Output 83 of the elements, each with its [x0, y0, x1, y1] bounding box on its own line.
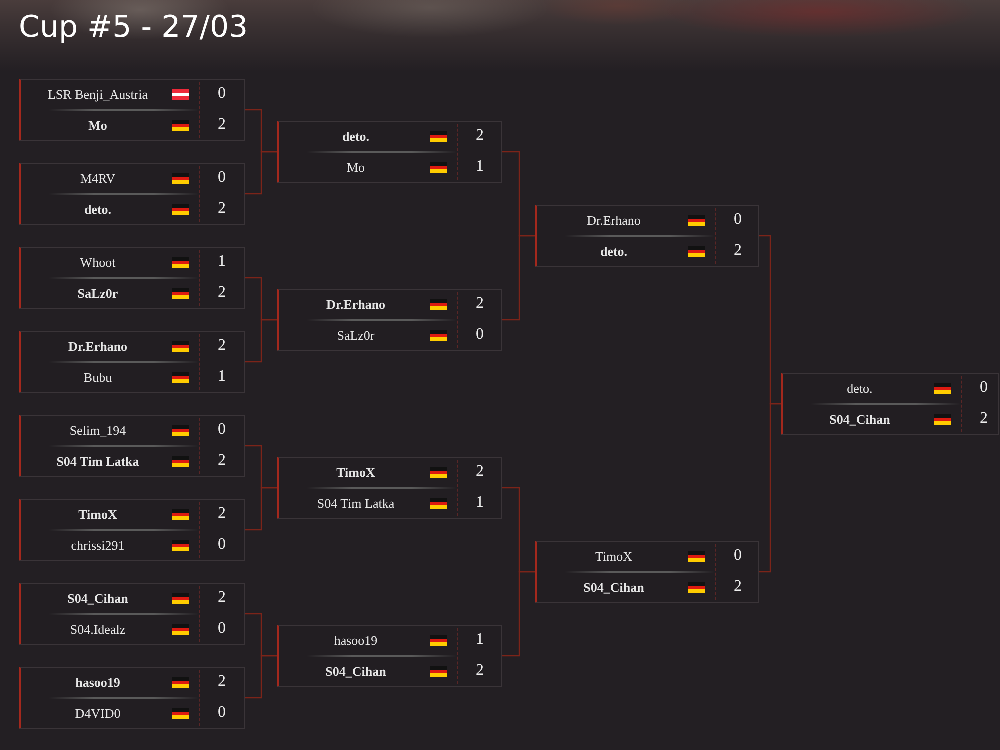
match-card — [535, 541, 759, 603]
player-name: Dr.Erhano — [586, 212, 642, 228]
score: 0 — [217, 169, 227, 187]
match-card — [19, 499, 245, 561]
player-name: hasoo19 — [74, 674, 122, 690]
score: 2 — [217, 505, 227, 523]
player-name: hasoo19 — [333, 632, 379, 648]
match-card — [19, 583, 245, 645]
score: 1 — [475, 158, 485, 176]
player-name: deto. — [341, 128, 371, 144]
match-card — [19, 247, 245, 309]
player-name: S04_Cihan — [828, 410, 892, 428]
score: 1 — [475, 631, 485, 649]
match-card — [277, 457, 502, 519]
score: 0 — [733, 211, 743, 229]
match-card — [19, 79, 245, 141]
score: 2 — [979, 410, 989, 428]
score: 0 — [475, 326, 485, 344]
score: 0 — [733, 547, 743, 565]
player-name: LSR Benji_Austria — [46, 86, 150, 102]
player-name: Bubu — [82, 368, 114, 386]
match-card — [19, 163, 245, 225]
score: 2 — [475, 463, 485, 481]
score: 0 — [217, 85, 227, 103]
player-name: Whoot — [79, 254, 117, 270]
player-name: S04 Tim Latka — [56, 452, 140, 470]
score: 2 — [475, 662, 485, 680]
match-card — [19, 667, 245, 729]
score: 2 — [217, 589, 227, 607]
score: 0 — [217, 536, 227, 554]
bracket-line — [245, 151, 277, 195]
player-name: M4RV — [79, 170, 117, 186]
match-card — [781, 373, 999, 435]
match-card — [19, 331, 245, 393]
match-card — [277, 289, 502, 351]
player-name: TimoX — [336, 464, 376, 480]
score: 0 — [217, 421, 227, 439]
player-name: Mo — [88, 116, 108, 134]
player-name: Dr.Erhano — [67, 338, 129, 354]
score: 1 — [217, 253, 227, 271]
player-name: Mo — [346, 158, 366, 176]
score: 2 — [217, 673, 227, 691]
score: 0 — [217, 704, 227, 722]
bracket-line — [245, 319, 277, 363]
match-card — [277, 625, 502, 687]
player-name: SaLz0r — [76, 284, 120, 302]
score: 2 — [733, 242, 743, 260]
score: 2 — [217, 337, 227, 355]
player-name: S04_Cihan — [582, 578, 646, 596]
bracket-line — [759, 403, 781, 573]
score: 2 — [217, 452, 227, 470]
player-name: S04 Tim Latka — [316, 494, 396, 512]
player-name: chrissi291 — [70, 536, 126, 554]
score: 2 — [217, 116, 227, 134]
score: 1 — [217, 368, 227, 386]
player-name: Dr.Erhano — [325, 296, 387, 312]
bracket-line — [502, 235, 535, 321]
player-name: Selim_194 — [68, 422, 128, 438]
bracket-line — [245, 487, 277, 531]
player-name: S04_Cihan — [66, 590, 130, 606]
player-name: deto. — [599, 242, 629, 260]
match-card — [277, 121, 502, 183]
player-name: S04.Idealz — [69, 620, 127, 638]
player-name: TimoX — [78, 506, 118, 522]
match-card — [19, 415, 245, 477]
score: 2 — [733, 578, 743, 596]
score: 0 — [979, 379, 989, 397]
player-name: deto. — [83, 200, 113, 218]
score: 2 — [217, 200, 227, 218]
score: 0 — [217, 620, 227, 638]
score: 2 — [475, 295, 485, 313]
player-name: D4VID0 — [74, 704, 122, 722]
score: 2 — [475, 127, 485, 145]
match-card — [535, 205, 759, 267]
player-name: S04_Cihan — [324, 662, 388, 680]
player-name: SaLz0r — [336, 326, 376, 344]
bracket-line — [502, 571, 535, 657]
player-name: deto. — [846, 380, 874, 396]
player-name: TimoX — [594, 548, 634, 564]
title: Cup #5 - 27/03 — [19, 9, 248, 47]
score: 2 — [217, 284, 227, 302]
score: 1 — [475, 494, 485, 512]
bracket-line — [245, 655, 277, 699]
